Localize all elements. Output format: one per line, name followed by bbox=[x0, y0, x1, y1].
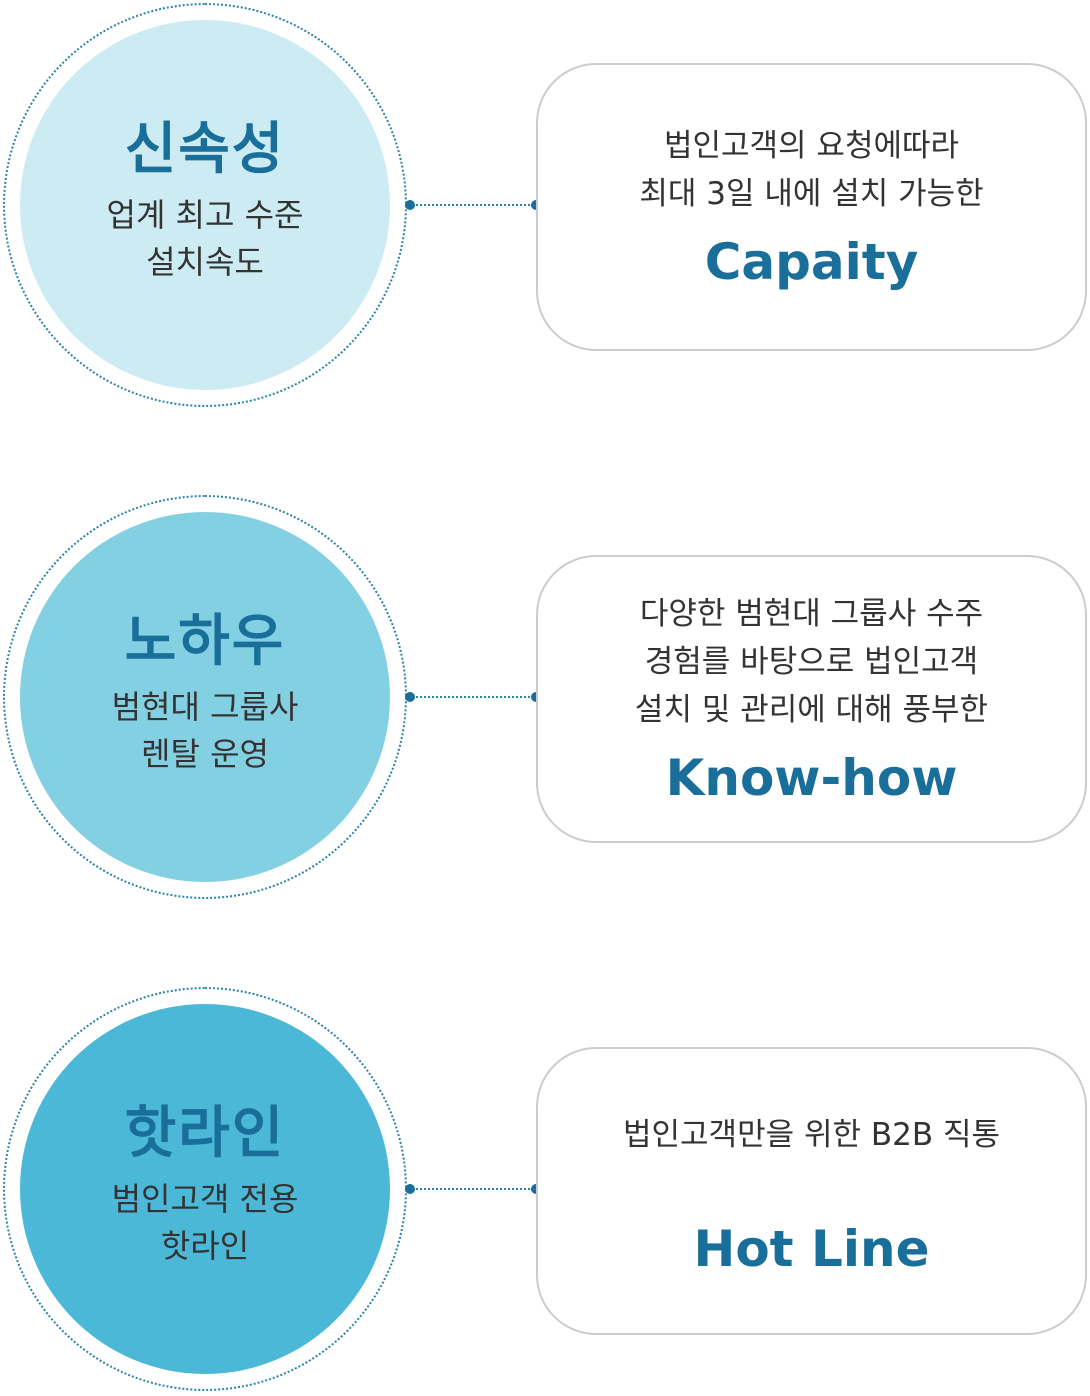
dotted-connector bbox=[416, 1188, 530, 1190]
feature-keyword: Know-how bbox=[665, 749, 958, 808]
feature-card: 법인고객만을 위한 B2B 직통 Hot Line bbox=[536, 1047, 1087, 1335]
feature-description: 법인고객의 요청에따라 최대 3일 내에 설치 가능한 bbox=[639, 127, 984, 212]
connector-dot bbox=[405, 1184, 415, 1194]
feature-subtitle: 업계 최고 수준 설치속도 bbox=[106, 196, 304, 281]
feature-description: 다양한 범현대 그룹사 수주 경험를 바탕으로 법인고객 설치 및 관리에 대해… bbox=[634, 595, 989, 729]
feature-circle: 노하우 범현대 그룹사 렌탈 운영 bbox=[20, 512, 390, 882]
feature-card: 법인고객의 요청에따라 최대 3일 내에 설치 가능한 Capaity bbox=[536, 63, 1087, 351]
connector-dot bbox=[405, 692, 415, 702]
feature-row-speed: 신속성 업계 최고 수준 설치속도 법인고객의 요청에따라 최대 3일 내에 설… bbox=[0, 0, 1090, 412]
dotted-connector bbox=[416, 696, 530, 698]
feature-title: 노하우 bbox=[124, 608, 286, 674]
dotted-connector bbox=[416, 204, 530, 206]
feature-row-hotline: 핫라인 범인고객 전용 핫라인 법인고객만을 위한 B2B 직통 Hot Lin… bbox=[0, 984, 1090, 1396]
feature-row-knowhow: 노하우 범현대 그룹사 렌탈 운영 다양한 범현대 그룹사 수주 경험를 바탕으… bbox=[0, 492, 1090, 904]
feature-keyword: Capaity bbox=[704, 233, 919, 292]
feature-keyword: Hot Line bbox=[693, 1220, 930, 1279]
connector-dot bbox=[405, 200, 415, 210]
feature-subtitle: 범인고객 전용 핫라인 bbox=[111, 1180, 299, 1265]
feature-title: 핫라인 bbox=[124, 1100, 286, 1166]
feature-circle: 신속성 업계 최고 수준 설치속도 bbox=[20, 20, 390, 390]
feature-subtitle: 범현대 그룹사 렌탈 운영 bbox=[111, 688, 299, 773]
feature-circle: 핫라인 범인고객 전용 핫라인 bbox=[20, 1004, 390, 1374]
feature-title: 신속성 bbox=[124, 116, 286, 182]
feature-card: 다양한 범현대 그룹사 수주 경험를 바탕으로 법인고객 설치 및 관리에 대해… bbox=[536, 555, 1087, 843]
feature-description: 법인고객만을 위한 B2B 직통 bbox=[622, 1116, 1001, 1153]
